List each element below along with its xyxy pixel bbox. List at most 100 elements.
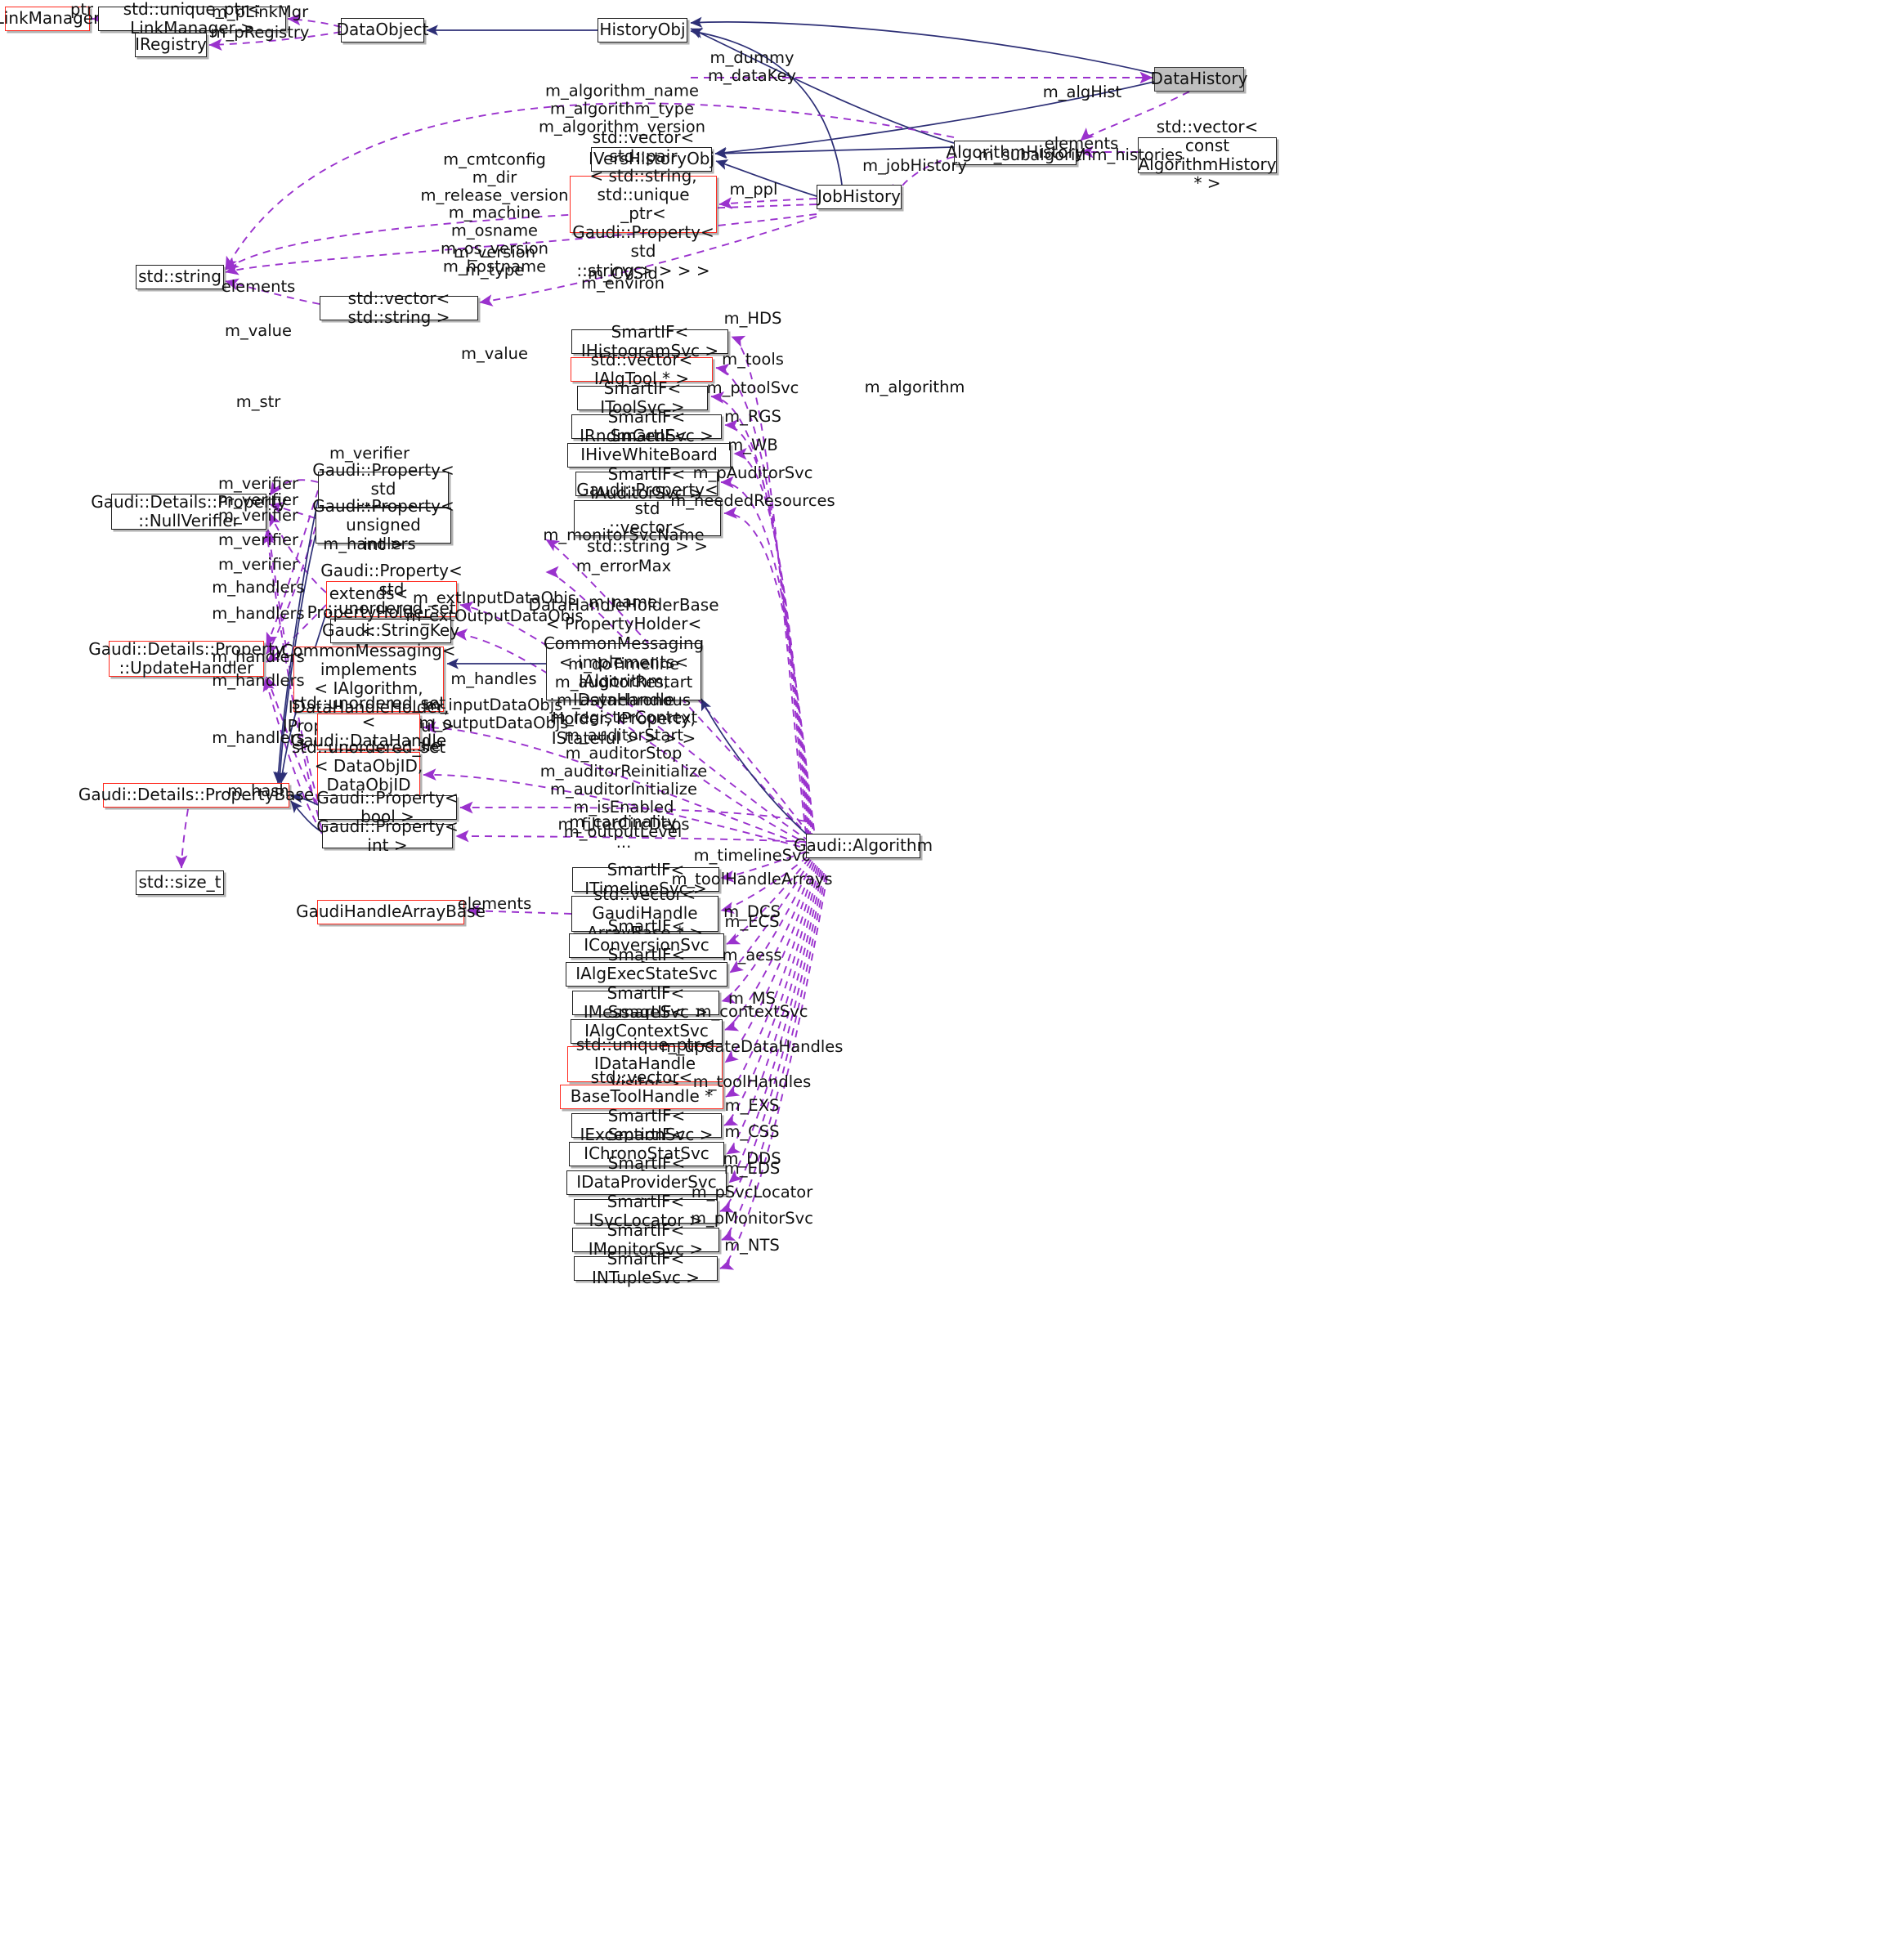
class-node-jobhistory[interactable]: JobHistory [817, 185, 902, 209]
edge-algorithmhistory-to-historyobj [690, 28, 955, 144]
edge-label-m_value_mid: m_value [460, 344, 529, 364]
edge-jobhistory-to-stdstring [225, 204, 817, 271]
class-node-datahandleholder[interactable]: DataHandleHolderBase < PropertyHolder< C… [528, 595, 719, 748]
class-node-smartif_imonitor[interactable]: SmartIF< IMonitorSvc > [572, 1220, 719, 1259]
edge-gaudialgorithm-to-smartif_iexc [723, 867, 820, 1126]
edge-gaudialgorithm-to-smartif_irndm [724, 419, 812, 839]
edge-jobhistory-to-vec_pair_prop [718, 197, 817, 209]
class-node-prop_vec_string[interactable]: Gaudi::Property< std ::vector< std::stri… [574, 480, 721, 556]
edge-algorithmhistory-to-jobhistory [887, 156, 955, 195]
class-node-uset_datahandle[interactable]: std::unordered_set < Gaudi::DataHandle *… [290, 693, 447, 769]
class-node-smartif_ihive[interactable]: SmartIF< IHiveWhiteBoard > [567, 427, 731, 483]
class-node-iregistry[interactable]: IRegistry [135, 33, 207, 57]
edge-label-m_algHist: m_algHist [1042, 83, 1122, 102]
edge-label-m_ECS: m_ECS [724, 912, 780, 932]
edge-gaudialgorithm-to-smartif_ichrono [726, 869, 821, 1155]
edge-label-m_cardinality: m_cardinality [569, 812, 677, 832]
edge-label-m_EDS: m_EDS [723, 1159, 781, 1179]
edge-label-m_version_type: m_version m_type [453, 243, 536, 280]
edge-gaudialgorithm-to-uniqueptr_visitor [724, 864, 817, 1063]
class-node-stringkey[interactable]: Gaudi::StringKey [322, 619, 459, 643]
edge-gaudialgorithm-to-prop_bool [459, 801, 807, 822]
edge-algorithmhistory-to-iversHistoryObj [714, 146, 955, 159]
edge-gaudialgorithm-to-smartif_idataprov [728, 870, 823, 1184]
edge-gaudialgorithm-to-prop_int [455, 830, 807, 843]
class-node-smartif_intuple[interactable]: SmartIF< INTupleSvc > [574, 1249, 718, 1287]
edge-gaudialgorithm-to-smartif_imonitor [721, 874, 826, 1241]
edge-label-m_ppl: m_ppl [729, 180, 778, 199]
class-node-historyobj[interactable]: HistoryObj [598, 18, 687, 43]
edge-label-m_handles: m_handles [450, 669, 537, 689]
class-node-linkmanager[interactable]: LinkManager [0, 7, 100, 31]
edge-jobhistory-to-stdstring [225, 213, 817, 275]
edge-gaudialgorithm-to-uset_dataobjid [423, 768, 826, 854]
edge-label-m_verifier_1: m_verifier [217, 474, 299, 494]
class-node-uniqueptr_visitor[interactable]: std::unique_ptr< IDataHandle Visitor > [567, 1036, 723, 1092]
edge-gaudialgorithm-to-smartif_ialgctx [724, 862, 815, 1031]
edge-label-m_WB: m_WB [727, 436, 778, 455]
edge-label-m_DCS: m_DCS [723, 902, 781, 922]
edge-label-m_HDS: m_HDS [723, 309, 782, 329]
class-node-datahistory[interactable]: DataHistory [1151, 67, 1247, 92]
edge-propertybase-to-size_t [175, 808, 189, 869]
class-node-smartif_iexc[interactable]: SmartIF< IExceptionSvc > [571, 1106, 722, 1144]
class-node-nullverifier[interactable]: Gaudi::Details::Property ::NullVerifier [91, 491, 287, 530]
class-node-vec_string[interactable]: std::vector< std::string > [320, 289, 478, 327]
class-node-smartif_itoolsvc[interactable]: SmartIF< IToolSvc > [577, 378, 708, 417]
edge-label-m_ptoolSvc: m_ptoolSvc [706, 378, 799, 398]
edge-gaudialgorithm-to-vec_ialgtool [715, 363, 808, 836]
edge-gaudialgorithm-to-vec_gaudihandle [720, 856, 808, 914]
edge-jobhistory-to-iversHistoryObj [715, 159, 817, 197]
edge-label-elements_string: elements [221, 277, 296, 297]
edge-vec_string-to-stdstring [225, 278, 320, 305]
edge-label-m_cmtconfig_group: m_cmtconfig m_dir m_release_version m_ma… [420, 150, 569, 276]
edge-label-m_errorMax: m_errorMax [575, 557, 672, 576]
edge-label-m_verifier_4: m_verifier [217, 530, 299, 550]
edge-label-m_verifier_5: m_verifier [217, 555, 299, 575]
edge-gaudialgorithm-to-smartif_ialgexec [729, 859, 812, 973]
class-node-algorithmhistory[interactable]: AlgorithmHistory [946, 141, 1085, 165]
edge-datahistory-to-historyobj [690, 16, 1155, 74]
class-node-smartif_iconv[interactable]: SmartIF< IConversionSvc > [569, 917, 724, 973]
edge-label-m_EXS: m_EXS [724, 1096, 780, 1116]
edge-gaudialgorithm-to-smartif_isvcloc [719, 872, 825, 1213]
class-node-stdstring[interactable]: std::string [136, 265, 224, 289]
class-node-propertybase[interactable]: Gaudi::Details::PropertyBase [78, 783, 314, 808]
edge-gaudialgorithm-to-smartif_iconv [726, 857, 810, 945]
class-node-smartif_idataprov[interactable]: SmartIF< IDataProviderSvc > [566, 1154, 727, 1210]
edge-label-m_tools: m_tools [722, 350, 784, 369]
class-node-prop_bool[interactable]: Gaudi::Property< bool > [316, 787, 459, 826]
edge-label-m_outputLevel: m_outputLevel [563, 822, 683, 842]
class-node-gaudihandlearray[interactable]: GaudiHandleArrayBase [296, 900, 486, 924]
class-node-iversHistoryObj[interactable]: IVersHistoryObj [589, 147, 714, 172]
class-node-prop_uint[interactable]: Gaudi::Property< unsigned int > [312, 497, 454, 554]
edge-gaudialgorithm-to-smartif_intuple [719, 875, 828, 1270]
class-node-vec_pair_prop[interactable]: std::vector< std::pair < std::string, st… [570, 128, 717, 280]
class-node-uniqueptr_lm[interactable]: std::unique_ptr< LinkManager > [98, 0, 286, 38]
edge-gaudialgorithm-to-smartif_ihisto [731, 336, 807, 835]
class-node-prop_int[interactable]: Gaudi::Property< int > [316, 816, 459, 855]
edge-label-m_value_top: m_value [224, 321, 293, 341]
class-node-gaudialgorithm[interactable]: Gaudi::Algorithm [794, 834, 933, 858]
edge-dataobject-to-uniqueptr_lm [287, 13, 342, 28]
edge-label-m_aess: m_aess [722, 946, 782, 965]
edge-label-m_algorithm: m_algorithm [864, 378, 965, 397]
edge-label-m_DDS: m_DDS [723, 1149, 781, 1169]
class-node-updatehandler[interactable]: Gaudi::Details::Property ::UpdateHandler [88, 638, 284, 678]
edge-gaudialgorithm-to-smartif_iauditor [720, 476, 815, 843]
class-node-size_t[interactable]: std::size_t [136, 870, 224, 895]
edge-label-m_CSS: m_CSS [724, 1122, 780, 1142]
edge-gaudialgorithm-to-prop_vec_string [723, 507, 817, 844]
edge-datahistory-to-iversHistoryObj [714, 81, 1155, 159]
edge-label-m_RGS: m_RGS [724, 407, 781, 427]
class-node-vec_const_alghist[interactable]: std::vector< const AlgorithmHistory * > [1138, 116, 1277, 194]
edge-gaudialgorithm-to-smartif_imessage [721, 861, 813, 1004]
edge-label-m_NTS: m_NTS [724, 1236, 780, 1255]
edge-label-m_str: m_str [235, 392, 281, 412]
edge-gaudialgorithm-to-smartif_itimeline [720, 851, 807, 883]
edge-gaudialgorithm-to-vec_basetool [725, 866, 818, 1098]
edge-label-m_MS: m_MS [728, 989, 776, 1009]
class-node-dataobject[interactable]: DataObject [337, 18, 428, 43]
